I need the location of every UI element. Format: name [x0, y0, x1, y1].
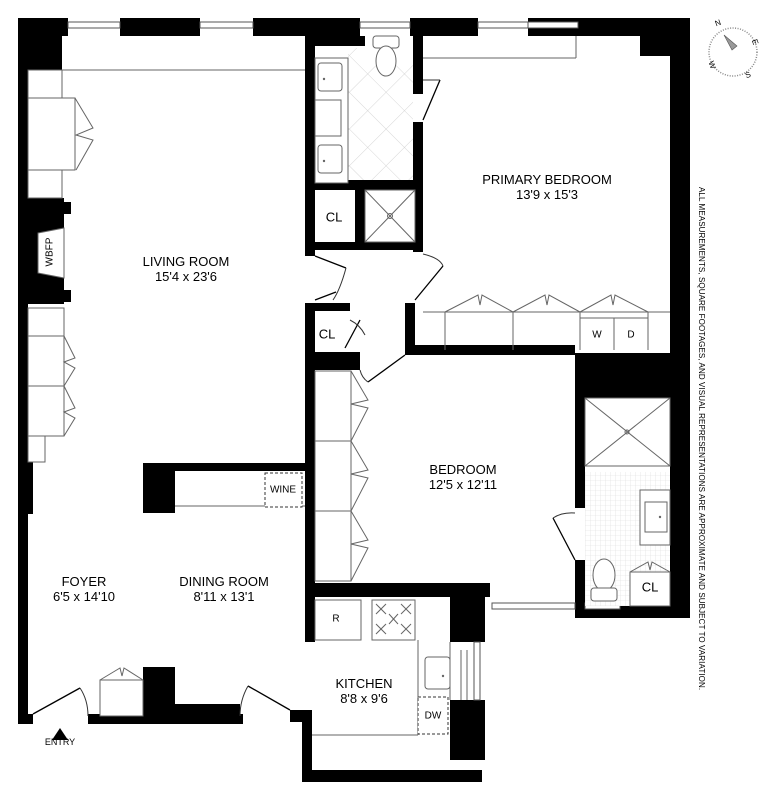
- room-label-bedroom: BEDROOM 12'5 x 12'11: [429, 462, 497, 492]
- closet-label: CL: [325, 209, 343, 225]
- room-name: LIVING ROOM: [142, 254, 230, 269]
- room-dimensions: 13'9 x 15'3: [515, 187, 579, 202]
- room-label-foyer: FOYER 6'5 x 14'10: [53, 574, 115, 604]
- doors: [32, 79, 576, 717]
- room-label-living-room: LIVING ROOM 15'4 x 23'6: [143, 254, 230, 284]
- room-name: BEDROOM: [429, 462, 497, 477]
- room-label-kitchen: KITCHEN 8'8 x 9'6: [335, 676, 392, 706]
- room-name: DINING ROOM: [179, 574, 269, 589]
- room-dimensions: 12'5 x 12'11: [428, 477, 498, 492]
- room-label-dining-room: DINING ROOM 8'11 x 13'1: [179, 574, 269, 604]
- room-dimensions: 8'11 x 13'1: [193, 589, 255, 604]
- closet-label: CL: [641, 579, 659, 595]
- compass-icon: [708, 27, 758, 77]
- room-label-primary-bedroom: PRIMARY BEDROOM 13'9 x 15'3: [482, 172, 612, 202]
- dishwasher-label: DW: [424, 710, 442, 722]
- room-dimensions: 15'4 x 23'6: [154, 269, 218, 284]
- entry-arrow-icon: [52, 728, 68, 740]
- refrigerator-label: R: [332, 613, 340, 625]
- room-dimensions: 6'5 x 14'10: [52, 589, 116, 604]
- room-name: KITCHEN: [335, 676, 393, 691]
- washer-label: W: [592, 329, 602, 341]
- room-dimensions: 8'8 x 9'6: [340, 691, 388, 706]
- walls: [18, 18, 690, 782]
- dryer-label: D: [627, 329, 635, 341]
- disclaimer-text: ALL MEASUREMENTS, SQUARE FOOTAGES, AND V…: [697, 187, 706, 691]
- room-name: PRIMARY BEDROOM: [482, 172, 612, 187]
- entry-label: ENTRY: [44, 737, 76, 747]
- interior-lines: [27, 35, 671, 736]
- wine-label: WINE: [269, 484, 297, 496]
- closet-label: CL: [318, 326, 336, 342]
- wbfp-label: WBFP: [44, 237, 56, 267]
- room-name: FOYER: [61, 574, 107, 589]
